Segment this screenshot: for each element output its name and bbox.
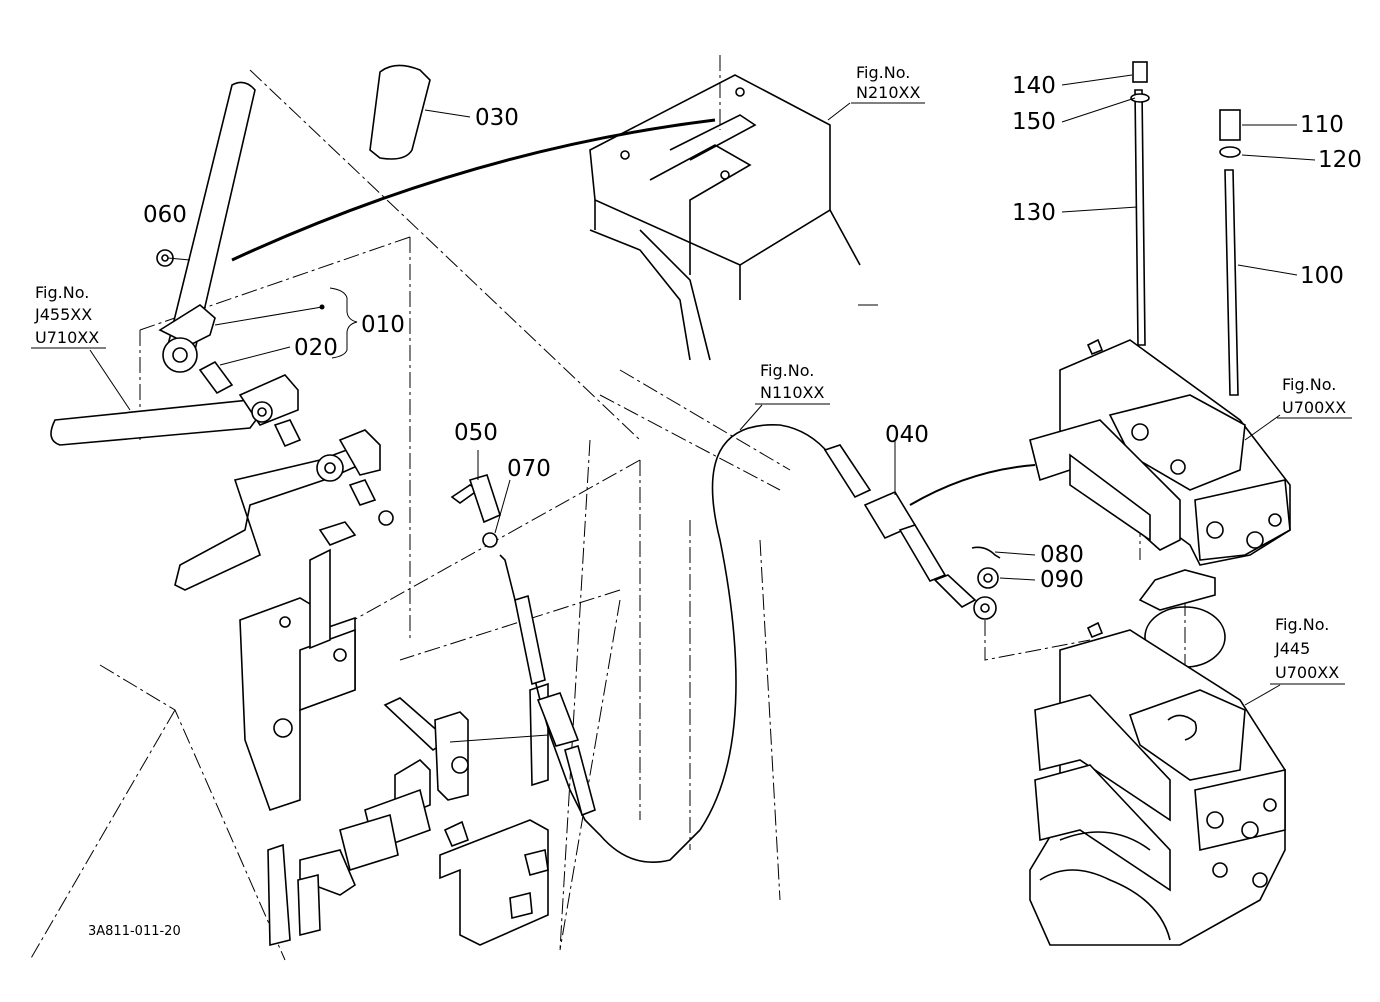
part-label-020: 020 (294, 335, 338, 361)
part-label-010: 010 (361, 312, 405, 338)
part-label-090: 090 (1040, 567, 1084, 593)
part-label-150: 150 (1012, 109, 1056, 135)
figure-references: Fig.No. N210XX Fig.No. J455XX U710XX Fig… (31, 63, 1352, 685)
shift-lever-assembly (50, 64, 716, 947)
svg-text:J455XX: J455XX (34, 305, 92, 324)
cable-assembly-right (823, 444, 1036, 620)
svg-text:J445: J445 (1274, 639, 1310, 658)
part-label-050: 050 (454, 420, 498, 446)
part-label-100: 100 (1300, 263, 1344, 289)
svg-text:Fig.No.: Fig.No. (760, 361, 814, 380)
svg-text:Fig.No.: Fig.No. (856, 63, 910, 82)
cable-assembly-left (450, 424, 831, 863)
console-assembly (589, 74, 861, 361)
svg-text:U710XX: U710XX (35, 328, 99, 347)
drawing-code: 3A811-011-20 (88, 924, 181, 939)
control-valve-lower (1029, 621, 1286, 946)
part-label-070: 070 (507, 456, 551, 482)
svg-text:Fig.No.: Fig.No. (35, 283, 89, 302)
fig-ref-u700-upper: Fig.No. U700XX (1277, 375, 1352, 419)
fig-ref-j445: Fig.No. J445 U700XX (1270, 615, 1345, 685)
svg-text:Fig.No.: Fig.No. (1282, 375, 1336, 394)
svg-text:N110XX: N110XX (760, 383, 824, 402)
fig-ref-n210: Fig.No. N210XX (851, 63, 925, 104)
part-label-140: 140 (1012, 73, 1056, 99)
construction-lines (29, 55, 1186, 961)
svg-text:U700XX: U700XX (1282, 398, 1346, 417)
leader-lines (89, 74, 1316, 743)
part-label-080: 080 (1040, 542, 1084, 568)
part-label-120: 120 (1318, 147, 1362, 173)
fig-ref-n110: Fig.No. N110XX (755, 361, 830, 405)
part-label-110: 110 (1300, 112, 1344, 138)
part-number-labels: 030 060 010 020 050 070 040 080 090 140 … (143, 73, 1362, 593)
part-label-130: 130 (1012, 200, 1056, 226)
part-label-030: 030 (475, 105, 519, 131)
svg-text:Fig.No.: Fig.No. (1275, 615, 1329, 634)
fig-ref-j455: Fig.No. J455XX U710XX (31, 283, 106, 349)
part-label-040: 040 (885, 422, 929, 448)
control-valve-upper (1029, 61, 1291, 668)
svg-text:N210XX: N210XX (856, 83, 920, 102)
svg-text:U700XX: U700XX (1275, 663, 1339, 682)
part-label-060: 060 (143, 202, 187, 228)
